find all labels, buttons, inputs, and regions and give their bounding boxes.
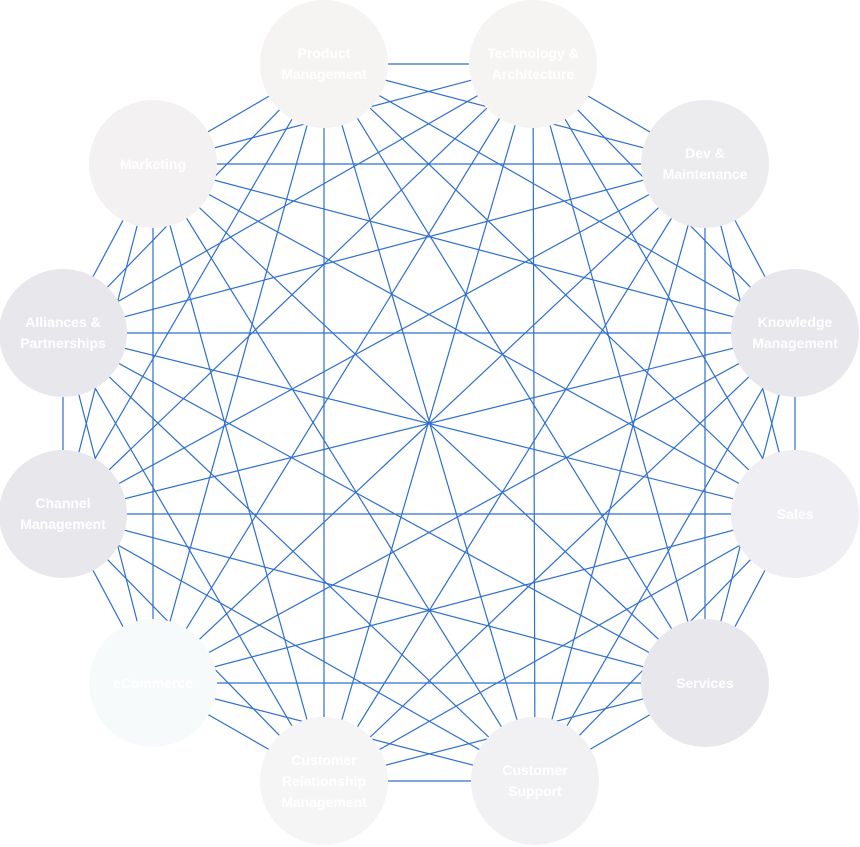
link-dev-maintenance-customer-support bbox=[534, 163, 706, 782]
node-e-commerce: eCommerce bbox=[89, 619, 217, 747]
link-technology-architecture-channel-management bbox=[62, 63, 534, 515]
node-label: Knowledge Management bbox=[752, 314, 838, 351]
node-sales: Sales bbox=[731, 450, 859, 578]
node-label: Channel Management bbox=[20, 495, 106, 532]
node-label: Dev & Maintenance bbox=[662, 145, 748, 182]
link-customer-support-alliances-partnerships bbox=[62, 332, 536, 782]
link-product-management-channel-management bbox=[62, 63, 325, 515]
link-sales-customer-relationship-management bbox=[323, 513, 796, 782]
link-customer-support-channel-management bbox=[62, 513, 536, 782]
node-label: Product Management bbox=[281, 45, 367, 82]
node-knowledge-management: Knowledge Management bbox=[731, 269, 859, 397]
link-customer-relationship-management-marketing bbox=[152, 163, 325, 782]
node-services: Services bbox=[641, 619, 769, 747]
node-technology-architecture: Technology & Architecture bbox=[469, 0, 597, 128]
link-dev-maintenance-customer-relationship-management bbox=[323, 163, 706, 782]
link-sales-e-commerce bbox=[152, 513, 796, 684]
node-label: Marketing bbox=[119, 155, 187, 172]
node-customer-relationship-management: Customer Relationship Management bbox=[260, 717, 388, 845]
link-technology-architecture-services bbox=[532, 63, 706, 684]
node-marketing: Marketing bbox=[89, 100, 217, 228]
link-knowledge-management-marketing bbox=[152, 163, 796, 334]
link-product-management-services bbox=[323, 63, 706, 684]
node-label: Services bbox=[676, 674, 734, 691]
node-label: Technology & Architecture bbox=[487, 45, 579, 82]
node-label: Alliances & Partnerships bbox=[20, 314, 106, 351]
link-sales-marketing bbox=[152, 163, 796, 515]
node-dev-maintenance: Dev & Maintenance bbox=[641, 100, 769, 228]
link-knowledge-management-e-commerce bbox=[152, 332, 796, 684]
link-technology-architecture-e-commerce bbox=[152, 63, 534, 684]
link-product-management-e-commerce bbox=[152, 63, 325, 684]
link-technology-architecture-sales bbox=[532, 63, 796, 515]
link-technology-architecture-alliances-partnerships bbox=[62, 63, 534, 334]
node-label: eCommerce bbox=[112, 674, 194, 691]
node-label: Customer Support bbox=[502, 762, 568, 799]
node-label: Sales bbox=[776, 505, 814, 522]
node-customer-support: Customer Support bbox=[471, 717, 599, 845]
link-dev-maintenance-alliances-partnerships bbox=[62, 163, 706, 334]
node-channel-management: Channel Management bbox=[0, 450, 127, 578]
link-customer-support-marketing bbox=[152, 163, 536, 782]
link-services-alliances-partnerships bbox=[62, 332, 706, 684]
node-product-management: Product Management bbox=[260, 0, 388, 128]
link-product-management-knowledge-management bbox=[323, 63, 796, 334]
node-alliances-partnerships: Alliances & Partnerships bbox=[0, 269, 127, 397]
link-customer-relationship-management-alliances-partnerships bbox=[62, 332, 325, 782]
link-technology-architecture-customer-support bbox=[532, 63, 536, 782]
link-knowledge-management-customer-support bbox=[534, 332, 796, 782]
link-services-marketing bbox=[152, 163, 706, 684]
link-dev-maintenance-channel-management bbox=[62, 163, 706, 515]
node-label: Customer Relationship Management bbox=[281, 751, 367, 810]
link-services-channel-management bbox=[62, 513, 706, 684]
